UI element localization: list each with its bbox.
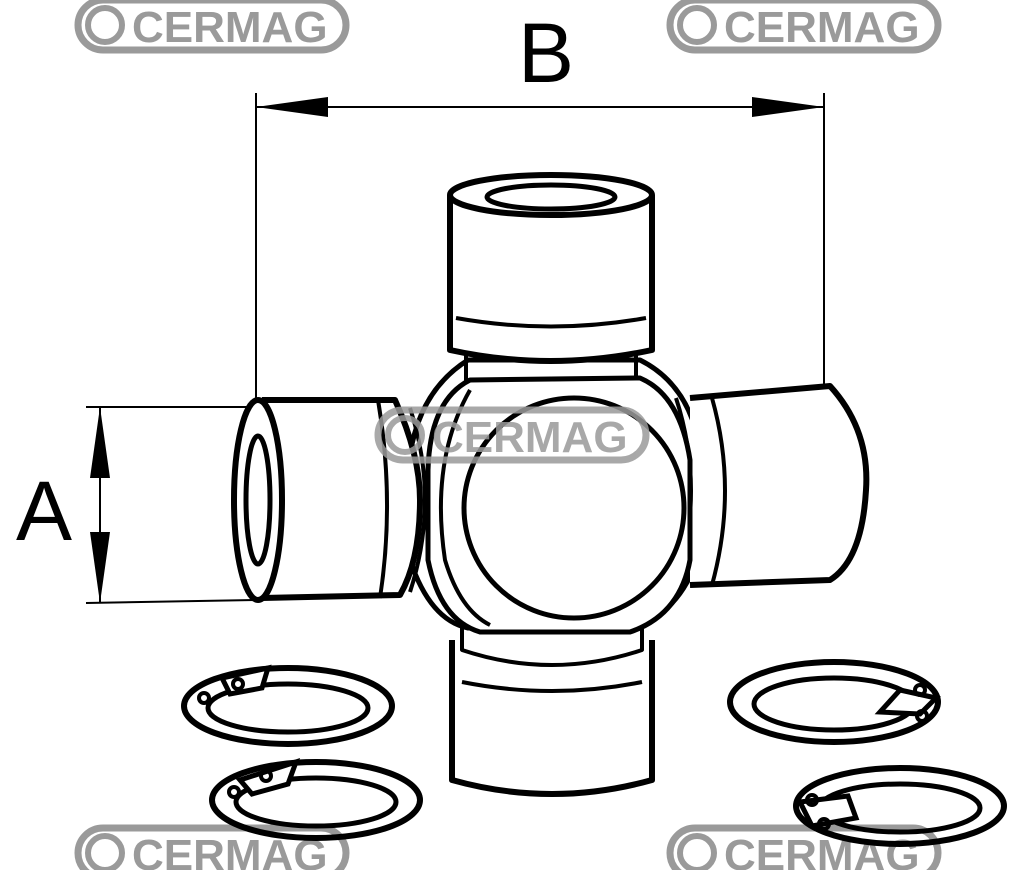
top-cap-bore — [484, 182, 618, 212]
circlip-3 — [727, 659, 941, 745]
bottom-bearing-cap — [449, 612, 655, 797]
arrowhead-left — [256, 97, 328, 117]
watermark-text: CERMAG — [724, 831, 920, 870]
watermark-top-right: CERMAG — [666, 0, 942, 54]
watermark-bottom-left: CERMAG — [74, 824, 350, 870]
right-bearing-cap — [674, 383, 870, 588]
watermark-text: CERMAG — [132, 3, 328, 52]
circlip-4 — [793, 765, 1007, 847]
watermark-top-left: CERMAG — [74, 0, 350, 54]
dimension-b — [255, 93, 825, 400]
arrowhead-top — [90, 407, 110, 478]
cross-center-face — [461, 395, 687, 621]
left-bearing-cap — [231, 397, 427, 603]
extension-line-bottom — [85, 599, 256, 604]
watermark-text: CERMAG — [432, 413, 628, 462]
dimension-a — [85, 406, 256, 604]
wheat-logo-icon — [677, 5, 717, 45]
wheat-logo-icon — [85, 5, 125, 45]
wheat-logo-icon — [385, 415, 425, 455]
watermark-bottom-right: CERMAG — [666, 824, 942, 870]
arrowhead-right — [752, 97, 824, 117]
top-bearing-cap — [447, 172, 655, 391]
cross-journal — [231, 172, 870, 797]
circlip-2 — [209, 758, 423, 841]
watermark-center: CERMAG — [374, 406, 650, 464]
circlip-1 — [181, 664, 395, 747]
dimension-label-b: B — [518, 6, 574, 100]
arrowhead-bottom — [90, 532, 110, 603]
watermark-text: CERMAG — [724, 3, 920, 52]
wheat-logo-icon — [677, 833, 717, 870]
wheat-logo-icon — [85, 833, 125, 870]
left-cap-bore — [243, 433, 273, 567]
dimension-label-a: A — [16, 464, 72, 558]
